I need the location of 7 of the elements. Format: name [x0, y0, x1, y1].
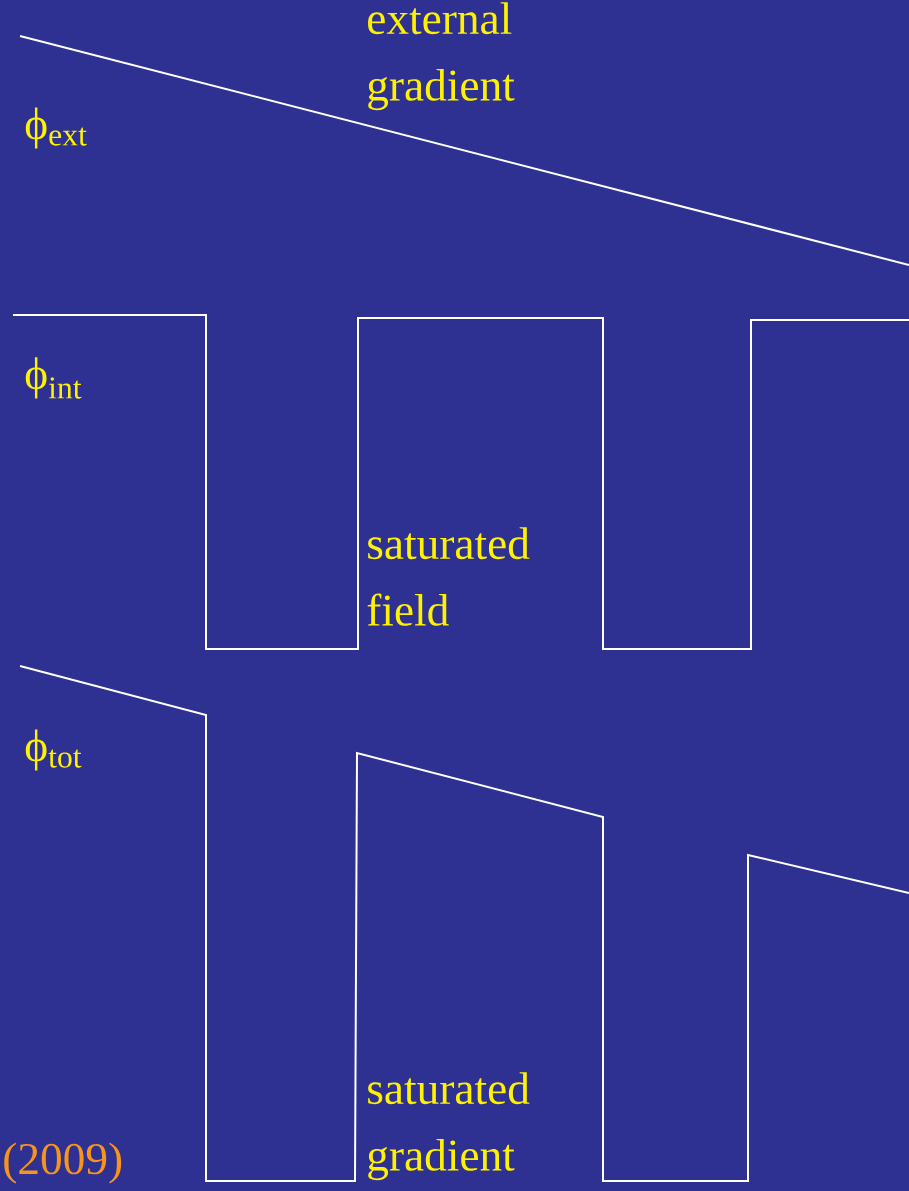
annotation-text: saturated field: [367, 527, 530, 626]
annotation-text: saturated gradient: [368, 1072, 530, 1181]
curve-label: ϕ$_{tot}$: [25, 729, 82, 771]
citation-text: (2009): [4, 1142, 122, 1184]
curve-label: ϕ$_{ext}$: [25, 107, 87, 149]
curve-label: ϕ$_{int}$: [25, 357, 82, 399]
annotation-text: external gradient: [368, 2, 515, 111]
